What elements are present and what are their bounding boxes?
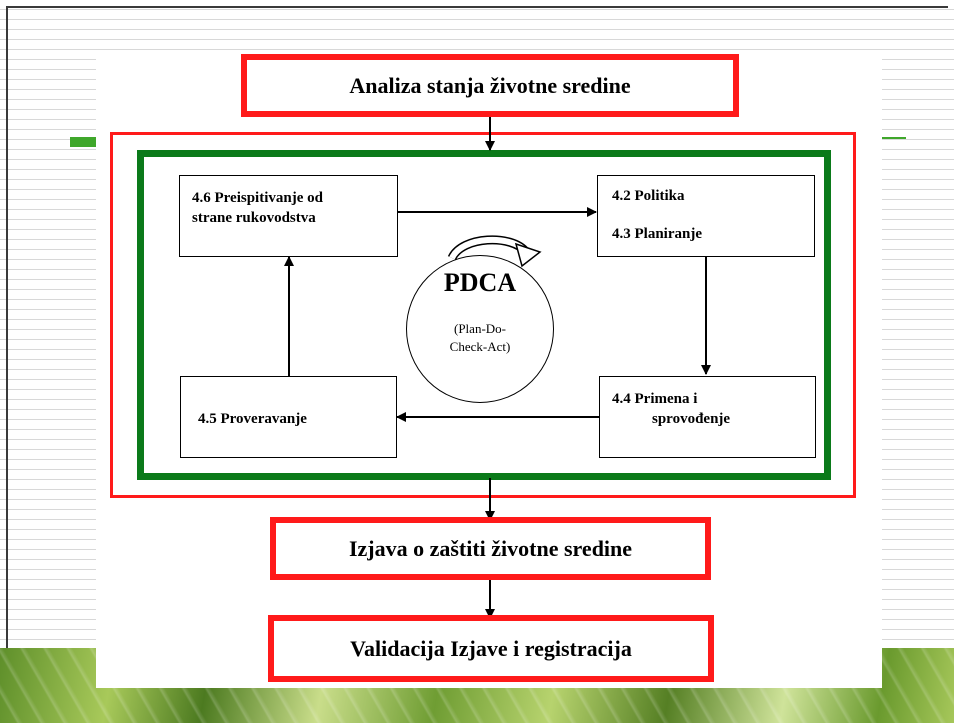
validation-label: Validacija Izjave i registracija: [350, 635, 632, 661]
pdca-cycle-arrowhead: [514, 242, 542, 268]
step-4-6-box: 4.6 Preispitivanje od strane rukovodstva: [179, 175, 398, 257]
analysis-box: Analiza stanja životne sredine: [241, 54, 739, 117]
pdca-subtitle-line2: Check-Act): [449, 339, 511, 354]
outer-red-frame: [110, 132, 856, 498]
step-4-4-line1: 4.4 Primena i: [612, 391, 698, 407]
pdca-circle: [406, 255, 554, 403]
step-4-3-label: 4.3 Planiranje: [612, 226, 702, 242]
statement-label: Izjava o zaštiti životne sredine: [348, 535, 633, 561]
step-4-4-box: 4.4 Primena i sprovođenje: [599, 376, 816, 458]
green-cycle-frame: [137, 150, 831, 480]
step-4-6-line2: strane rukovodstva: [192, 210, 316, 226]
step-4-5-box: 4.5 Proveravanje: [180, 376, 397, 458]
validation-box: Validacija Izjave i registracija: [268, 615, 714, 682]
green-accent-bar: [70, 137, 100, 147]
pdca-title: PDCA: [443, 268, 517, 297]
pdca-subtitle: (Plan-Do- Check-Act): [430, 320, 530, 356]
step-4-2-4-3-box: 4.2 Politika 4.3 Planiranje: [597, 175, 815, 257]
pdca-subtitle-line1: (Plan-Do-: [454, 321, 506, 336]
step-4-2-label: 4.2 Politika: [612, 188, 685, 204]
step-4-6-line1: 4.6 Preispitivanje od: [192, 190, 323, 206]
green-accent-line: [870, 137, 906, 139]
analysis-label: Analiza stanja životne sredine: [349, 72, 631, 98]
step-4-4-line2: sprovođenje: [652, 411, 731, 427]
statement-box: Izjava o zaštiti životne sredine: [270, 517, 711, 580]
step-4-5-label: 4.5 Proveravanje: [198, 411, 307, 427]
